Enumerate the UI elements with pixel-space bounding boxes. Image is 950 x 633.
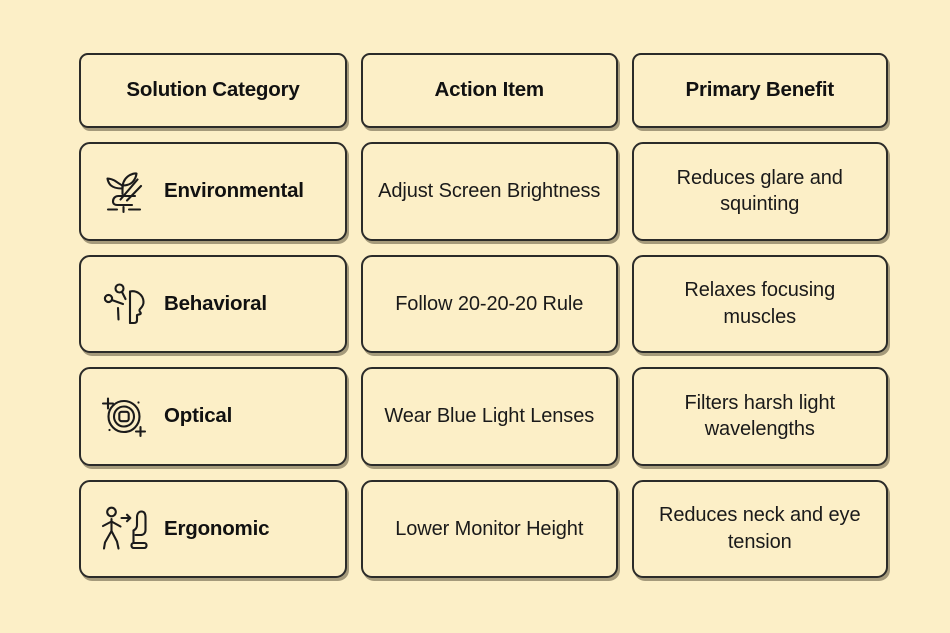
category-cell-ergonomic: Ergonomic — [97, 502, 269, 556]
header-cell-action-item: Action Item — [361, 53, 618, 128]
benefit-text-2: Relaxes focusing muscles — [684, 279, 836, 328]
header-cell-solution-category: Solution Category — [79, 53, 347, 128]
category-label-ergonomic: Ergonomic — [164, 516, 270, 540]
benefit-text-1: Reduces glare and squinting — [676, 166, 843, 216]
benefit-text-3: Filters harsh light wavelengths — [684, 391, 835, 441]
action-cell-4: Lower Monitor Height — [361, 479, 618, 578]
action-cell-1: Adjust Screen Brightness — [361, 142, 618, 241]
benefit-cell-1: Reduces glare and squinting — [631, 142, 888, 241]
table-row: Behavioral — [79, 254, 347, 353]
action-text-4: Lower Monitor Height — [395, 517, 584, 540]
table-grid: Solution Category Action Item Primary Be… — [79, 53, 888, 578]
header-label-solution-category: Solution Category — [126, 78, 300, 102]
header-label-action-item: Action Item — [434, 78, 545, 102]
header-label-primary-benefit: Primary Benefit — [685, 78, 835, 102]
category-label-environmental: Environmental — [164, 179, 304, 203]
action-text-1: Adjust Screen Brightness — [378, 180, 601, 203]
header-cell-primary-benefit: Primary Benefit — [631, 53, 888, 128]
action-cell-3: Wear Blue Light Lenses — [361, 367, 618, 466]
category-label-optical: Optical — [164, 404, 233, 428]
head-profile-mind-icon — [97, 277, 151, 331]
category-cell-behavioral: Behavioral — [97, 277, 267, 331]
walking-person-chair-icon — [97, 502, 151, 556]
table-row: Environmental — [79, 142, 347, 241]
table-row: Ergonomic — [79, 479, 347, 578]
benefit-cell-2: Relaxes focusing muscles — [631, 254, 888, 353]
action-text-3: Wear Blue Light Lenses — [384, 405, 595, 428]
action-text-2: Follow 20-20-20 Rule — [395, 292, 584, 315]
sprout-in-hand-icon — [97, 164, 151, 218]
lens-sparkle-icon — [97, 389, 151, 443]
benefit-text-4: Reduces neck and eye tension — [659, 504, 861, 553]
table-row: Optical — [79, 367, 347, 466]
benefit-cell-4: Reduces neck and eye tension — [631, 479, 888, 578]
category-cell-optical: Optical — [97, 389, 232, 443]
action-cell-2: Follow 20-20-20 Rule — [361, 254, 618, 353]
benefit-cell-3: Filters harsh light wavelengths — [631, 367, 888, 466]
category-label-behavioral: Behavioral — [164, 291, 267, 315]
category-cell-environmental: Environmental — [97, 164, 304, 218]
